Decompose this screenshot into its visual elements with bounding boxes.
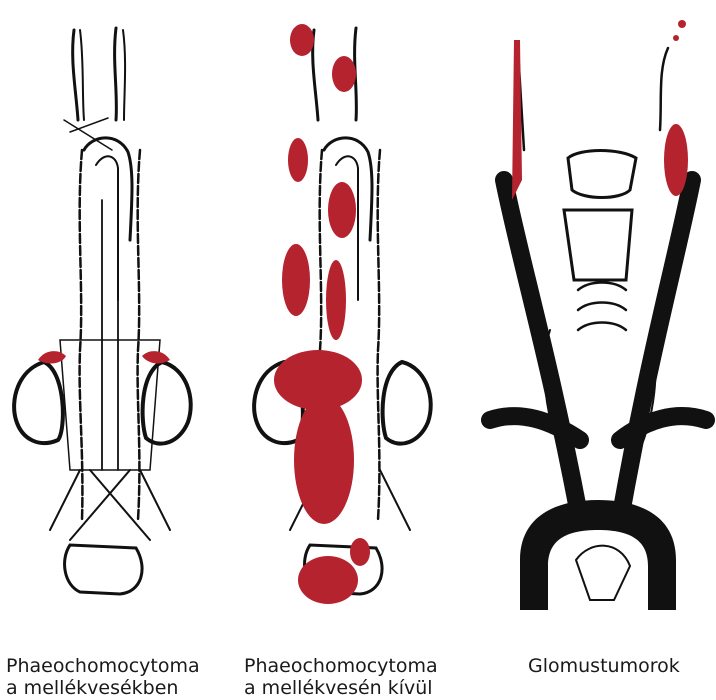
adrenal-anatomy-illustration bbox=[0, 0, 240, 630]
aortic-arch bbox=[84, 138, 132, 240]
tumor-thorax-left bbox=[288, 138, 308, 182]
sympathetic-chain-left bbox=[80, 150, 83, 520]
caption-line-1: Phaeochomocytoma bbox=[244, 655, 438, 677]
right-kidney bbox=[143, 362, 191, 444]
tumor-thorax-right bbox=[328, 182, 356, 238]
larynx bbox=[564, 210, 632, 280]
extra-adrenal-anatomy-illustration bbox=[240, 0, 480, 630]
thyroid-cartilage bbox=[568, 151, 636, 198]
left-common-carotid bbox=[504, 180, 580, 520]
glomus-tumor-right bbox=[664, 124, 688, 196]
tumor-paraaortic-right bbox=[326, 260, 346, 340]
tumor-pelvic bbox=[298, 556, 358, 604]
tumor-pelvic-side bbox=[350, 538, 370, 566]
panel-adrenal: Phaeochomocytoma a mellékvesékben bbox=[0, 0, 240, 700]
panel-extra-adrenal: Phaeochomocytoma a mellékvesén kívül bbox=[240, 0, 480, 700]
sympathetic-chain-right bbox=[138, 150, 140, 520]
caption-line-1: Phaeochomocytoma bbox=[6, 655, 200, 677]
caption-line-2: a mellékvesékben bbox=[6, 677, 200, 699]
bladder bbox=[65, 545, 143, 594]
tumor-paraaortic-left bbox=[282, 244, 310, 316]
glomus-tumor-left bbox=[512, 40, 522, 200]
tumor-organ-of-zuckerkandl bbox=[294, 396, 354, 524]
neck-vessels-illustration bbox=[480, 0, 716, 630]
caption-adrenal: Phaeochomocytoma a mellékvesékben bbox=[6, 655, 200, 699]
panel-glomus: Glomustumorok bbox=[480, 0, 716, 700]
left-carotid bbox=[73, 30, 78, 120]
tumor-neck-left bbox=[290, 24, 314, 56]
left-kidney bbox=[14, 362, 63, 443]
caption-line-2: a mellékvesén kívül bbox=[244, 677, 438, 699]
adrenal-tumor-right bbox=[142, 351, 170, 363]
tumor-neck-right bbox=[332, 56, 356, 92]
right-carotid bbox=[115, 28, 117, 120]
caption-extra-adrenal: Phaeochomocytoma a mellékvesén kívül bbox=[244, 655, 438, 699]
caption-line-1: Glomustumorok bbox=[528, 655, 680, 677]
caption-glomus: Glomustumorok bbox=[528, 655, 680, 677]
